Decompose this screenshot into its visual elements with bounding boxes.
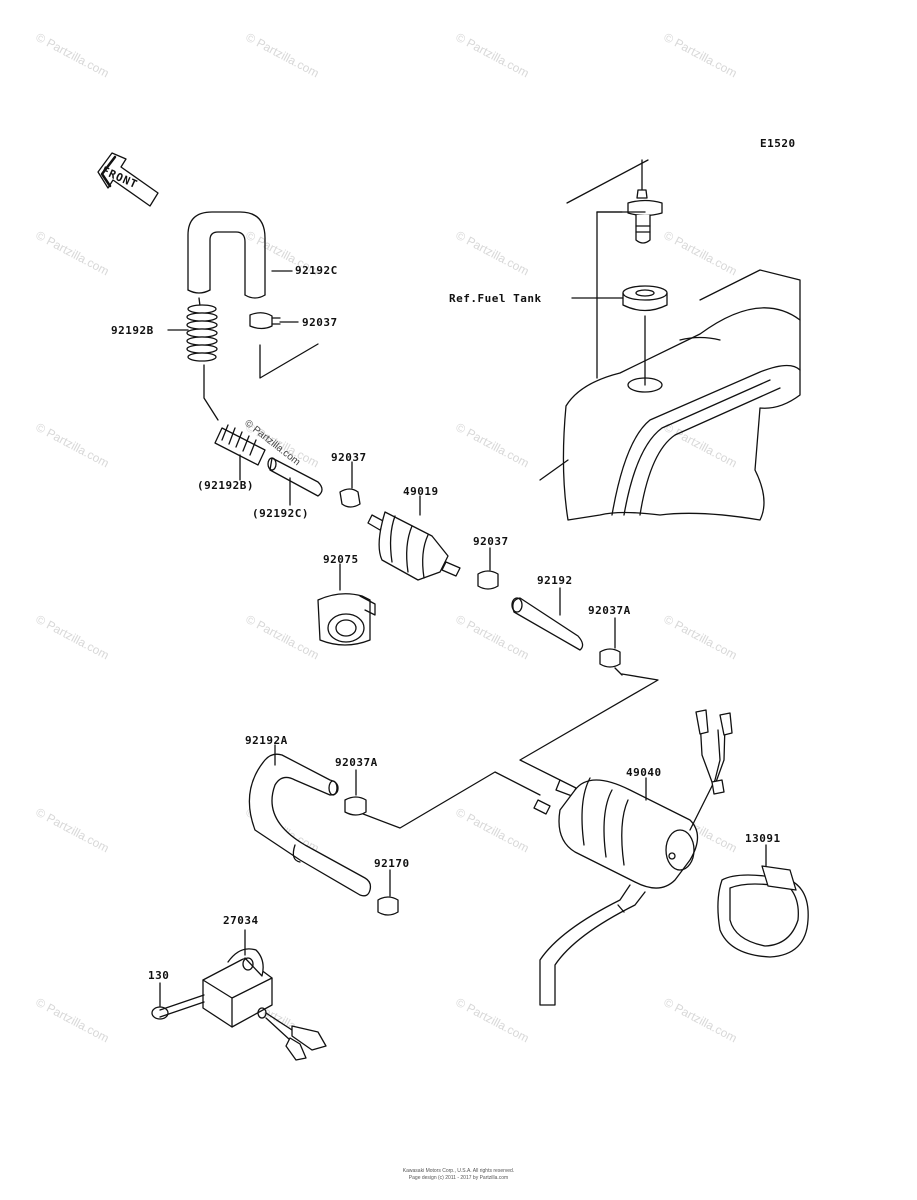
part-label-49040[interactable]: 49040 bbox=[626, 766, 662, 779]
part-label-92037a-top[interactable]: 92037A bbox=[588, 604, 631, 617]
part-label-92192c-ref[interactable]: (92192C) bbox=[252, 507, 309, 520]
fuel-tank-shape bbox=[539, 159, 801, 521]
diagram-code: E1520 bbox=[760, 137, 796, 150]
part-label-92037-mid[interactable]: 92037 bbox=[331, 451, 367, 464]
part-label-13091[interactable]: 13091 bbox=[745, 832, 781, 845]
part-label-92037a-low[interactable]: 92037A bbox=[335, 756, 378, 769]
part-label-92192c[interactable]: 92192C bbox=[295, 264, 338, 277]
part-label-92192b-ref[interactable]: (92192B) bbox=[197, 479, 254, 492]
clamp-92037-right-shape bbox=[477, 547, 499, 590]
bolt-130-shape bbox=[151, 982, 205, 1020]
front-arrow-icon bbox=[97, 152, 159, 207]
part-label-49019[interactable]: 49019 bbox=[403, 485, 439, 498]
part-label-92037-right[interactable]: 92037 bbox=[473, 535, 509, 548]
clamp-92037a-low-shape bbox=[344, 769, 367, 816]
routing-line-2 bbox=[357, 771, 541, 829]
part-label-92037-top[interactable]: 92037 bbox=[302, 316, 338, 329]
footer-line-1: Kawasaki Motors Corp., U.S.A. All rights… bbox=[402, 1168, 515, 1174]
part-label-92192b[interactable]: 92192B bbox=[111, 324, 154, 337]
hose-92192-shape bbox=[511, 587, 584, 651]
footer-line-2: Page design (c) 2011 - 2017 by Partzilla… bbox=[408, 1175, 509, 1181]
spring-92192b-shape bbox=[186, 297, 219, 421]
tank-fitting-shape bbox=[627, 159, 663, 244]
part-label-130[interactable]: 130 bbox=[148, 969, 170, 982]
relay-27034-shape bbox=[202, 929, 327, 1061]
hose-92192a-shape bbox=[248, 744, 372, 897]
clamp-92170-shape bbox=[377, 869, 399, 916]
holder-92075-shape bbox=[317, 563, 376, 646]
part-label-92170[interactable]: 92170 bbox=[374, 857, 410, 870]
clamp-92037-mid-shape bbox=[339, 461, 361, 508]
fuel-filter-49019-shape bbox=[367, 495, 461, 581]
hose-92192c-shape bbox=[187, 211, 266, 299]
clamp-92037-top-shape bbox=[249, 312, 319, 379]
tank-grommet-shape bbox=[622, 285, 668, 386]
routing-line-1 bbox=[519, 673, 659, 781]
part-label-92192[interactable]: 92192 bbox=[537, 574, 573, 587]
spring-92192b-small-shape bbox=[214, 424, 266, 481]
clamp-92037a-top-shape bbox=[599, 617, 623, 676]
hose-92192c-small-shape bbox=[267, 457, 323, 506]
fuel-pump-49040-shape bbox=[533, 709, 733, 1006]
ref-fuel-tank-label: Ref.Fuel Tank bbox=[449, 292, 542, 305]
part-label-92075[interactable]: 92075 bbox=[323, 553, 359, 566]
band-13091-shape bbox=[717, 844, 809, 958]
part-label-27034[interactable]: 27034 bbox=[223, 914, 259, 927]
part-label-92192a[interactable]: 92192A bbox=[245, 734, 288, 747]
